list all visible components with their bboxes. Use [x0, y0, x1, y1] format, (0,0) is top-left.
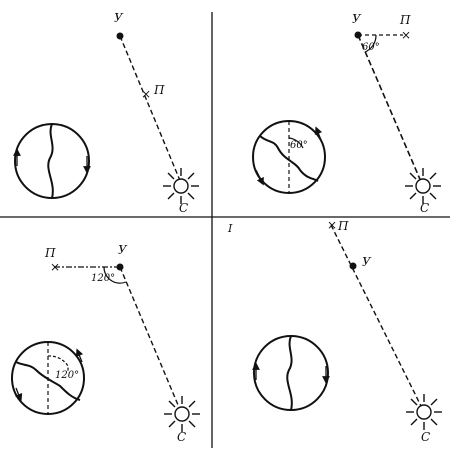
mark-cross: ×: [401, 28, 411, 42]
point-label: У: [362, 255, 372, 269]
panel-top-right: У × П 60° С 60°: [252, 12, 441, 215]
mark-label: П: [153, 83, 165, 97]
mark-label: П: [337, 219, 349, 233]
sun-icon: [406, 394, 442, 430]
route-line: [119, 266, 182, 413]
dance-figure: 60°: [252, 120, 326, 194]
panel-bottom-right: × П У С: [252, 218, 442, 444]
mark-cross: ×: [50, 260, 60, 274]
point-marker: [349, 262, 357, 270]
point-marker: [116, 263, 124, 271]
panel-bottom-left: У × П 120° С 120°: [11, 243, 200, 444]
route-line: [119, 35, 182, 184]
dance-angle-label: 60°: [290, 140, 308, 151]
route-line: [330, 224, 424, 411]
route-line: [357, 34, 423, 185]
sun-label: С: [179, 201, 188, 215]
sun-icon: [164, 396, 200, 432]
point-label: У: [352, 12, 362, 26]
sun-label: С: [177, 430, 186, 444]
sun-icon: [405, 168, 441, 204]
center-label: I: [227, 222, 233, 235]
point-label: У: [118, 243, 128, 257]
angle-arc: [364, 34, 377, 53]
angle-label: 120°: [91, 273, 115, 284]
dance-figure: 120°: [11, 341, 85, 415]
point-marker: [116, 32, 124, 40]
sun-label: С: [420, 201, 429, 215]
sun-label: С: [421, 430, 430, 444]
angle-arc: [103, 266, 127, 284]
mark-cross: ×: [141, 87, 151, 101]
dance-figure: [252, 335, 330, 411]
sun-icon: [163, 168, 199, 204]
point-label: У: [114, 11, 124, 25]
panel-top-left: У × П С: [13, 11, 199, 215]
point-marker: [354, 31, 362, 39]
dance-angle-label: 120°: [55, 370, 79, 381]
mark-cross: ×: [327, 218, 337, 232]
angle-label: 60°: [362, 42, 380, 53]
dance-figure: [13, 123, 91, 199]
mark-label: П: [44, 246, 56, 260]
mark-label: П: [399, 13, 411, 27]
